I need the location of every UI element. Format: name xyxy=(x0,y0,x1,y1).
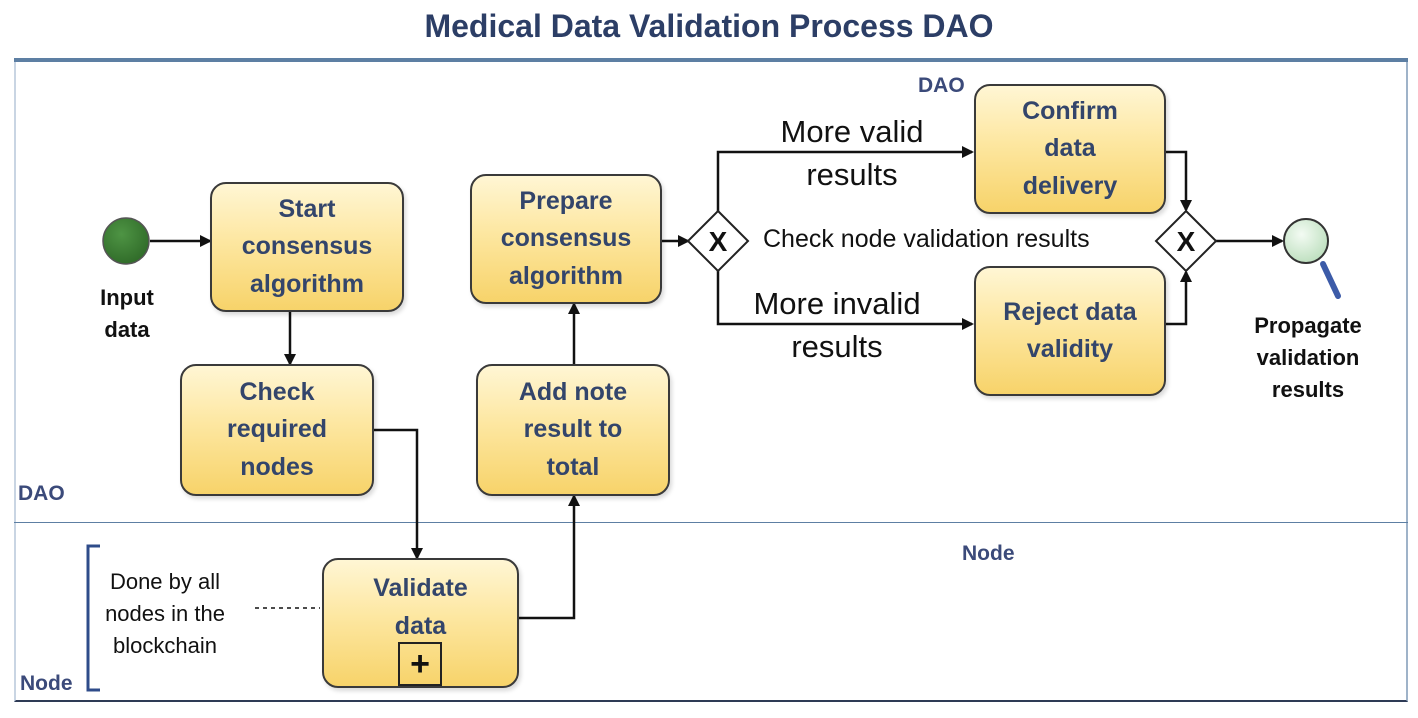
flow-gateway-to-reject xyxy=(716,270,974,330)
subprocess-validate-data-label: Validate data xyxy=(373,574,468,640)
subprocess-validate-data[interactable]: Validate data xyxy=(322,558,519,688)
end-event-label: Propagate validation results xyxy=(1254,313,1362,402)
annotation-bracket xyxy=(86,544,100,692)
lane-label-dao-top: DAO xyxy=(918,74,965,97)
task-add-note-result[interactable]: Add note result to total xyxy=(476,364,670,496)
annotation-text: Done by all nodes in the blockchain xyxy=(105,569,225,658)
task-confirm-data-delivery[interactable]: Confirm data delivery xyxy=(974,84,1166,214)
lane-divider xyxy=(14,522,1408,523)
gateway-label: Check node validation results xyxy=(763,225,1090,253)
lane-label-dao: DAO xyxy=(18,482,65,505)
flow-reject-to-merge xyxy=(1166,270,1192,326)
flow-confirm-to-merge xyxy=(1166,150,1192,212)
lane-label-node-bottom: Node xyxy=(20,672,73,695)
flow-validate-to-add-note xyxy=(519,494,580,620)
lane-label-node: Node xyxy=(962,542,1015,565)
task-start-consensus[interactable]: Start consensus algorithm xyxy=(210,182,404,312)
gateway-merge-symbol: X xyxy=(1177,226,1196,257)
flow-check-nodes-to-validate xyxy=(374,428,423,560)
flow-label-more-valid: More valid results xyxy=(780,114,924,193)
flow-gateway-to-confirm xyxy=(716,146,974,212)
gateway-split-symbol: X xyxy=(709,226,728,257)
start-event xyxy=(102,217,150,265)
gateway-merge: X xyxy=(1154,209,1218,273)
task-check-required-nodes[interactable]: Check required nodes xyxy=(180,364,374,496)
pool-top-border xyxy=(14,58,1408,62)
flow-label-more-invalid: More invalid results xyxy=(753,286,921,365)
gateway-split: X xyxy=(686,209,750,273)
pool xyxy=(14,62,1408,702)
end-event-magnifier-handle xyxy=(1320,261,1341,299)
task-reject-data-validity[interactable]: Reject data validity xyxy=(974,266,1166,396)
start-event-label: Input data xyxy=(100,285,154,342)
diagram-title: Medical Data Validation Process DAO xyxy=(424,8,994,44)
end-event xyxy=(1283,218,1329,264)
task-prepare-consensus[interactable]: Prepare consensus algorithm xyxy=(470,174,662,304)
subprocess-marker-icon[interactable]: + xyxy=(398,642,442,686)
